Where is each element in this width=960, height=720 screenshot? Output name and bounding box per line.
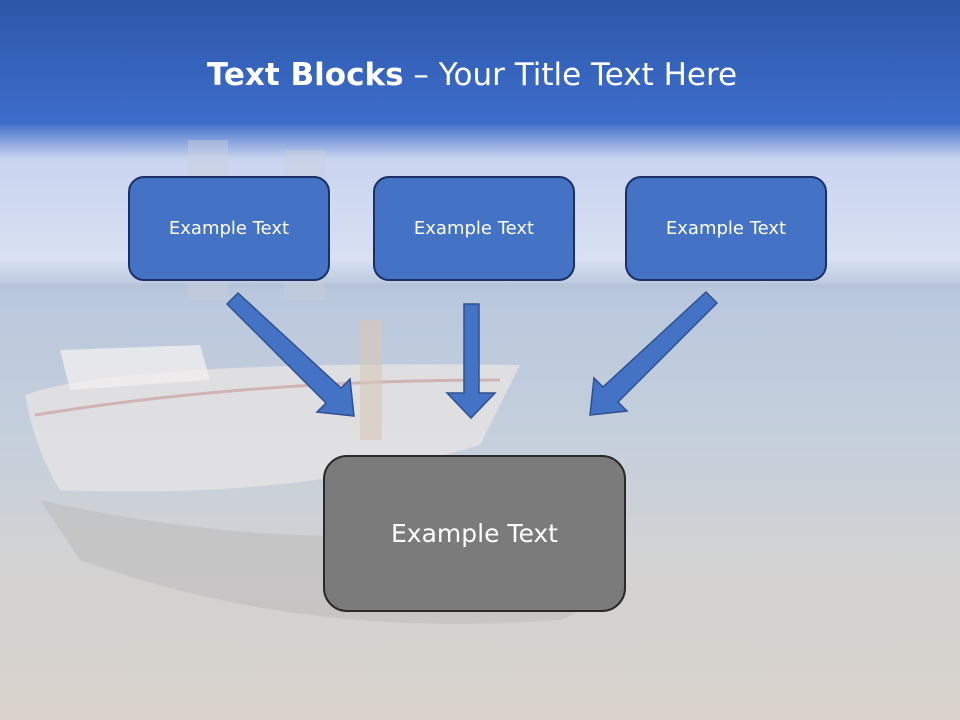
text-block-2[interactable]: Example Text bbox=[373, 176, 575, 281]
text-block-1-label: Example Text bbox=[168, 218, 290, 239]
target-block-label: Example Text bbox=[391, 519, 558, 548]
text-block-3-label: Example Text bbox=[665, 218, 787, 239]
title-separator: – bbox=[403, 57, 439, 93]
target-block[interactable]: Example Text bbox=[323, 455, 626, 612]
title-rest: Your Title Text Here bbox=[438, 57, 738, 93]
text-block-2-label: Example Text bbox=[413, 218, 535, 239]
slide-title: Text Blocks – Your Title Text Here bbox=[0, 52, 944, 98]
text-block-3[interactable]: Example Text bbox=[625, 176, 827, 281]
title-bold: Text Blocks bbox=[206, 57, 404, 93]
text-block-1[interactable]: Example Text bbox=[128, 176, 330, 281]
